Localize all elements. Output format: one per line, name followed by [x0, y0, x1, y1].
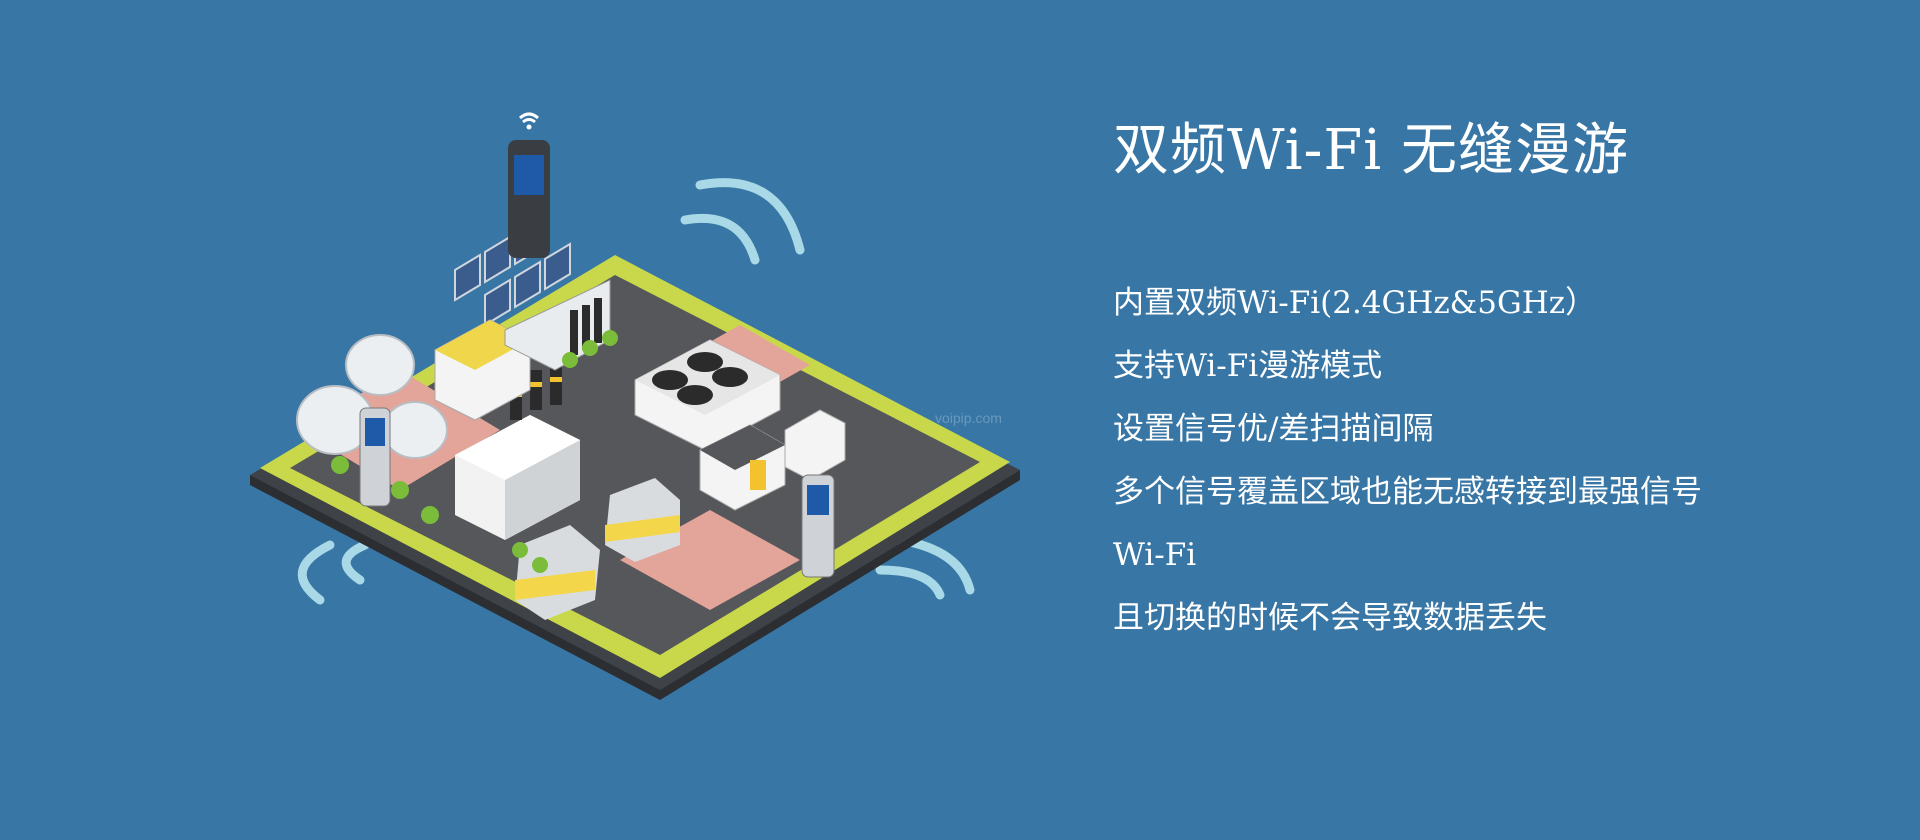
isometric-factory-illustration	[240, 100, 1040, 720]
phone-handset-icon	[359, 407, 391, 507]
feature-item: 内置双频Wi-Fi(2.4GHz&5GHz）	[1113, 285, 1597, 321]
watermark: voipip.com	[935, 410, 1002, 426]
feature-list: 内置双频Wi-Fi(2.4GHz&5GHz） 支持Wi-Fi漫游模式 设置信号优…	[1113, 272, 1702, 650]
phone-handset-icon	[801, 474, 835, 578]
phone-handset-icon	[508, 112, 550, 258]
feature-item: Wi-Fi	[1113, 537, 1197, 573]
feature-item: 且切换的时候不会导致数据丢失	[1113, 600, 1547, 636]
feature-item: 设置信号优/差扫描间隔	[1113, 411, 1434, 447]
feature-item: 多个信号覆盖区域也能无感转接到最强信号	[1113, 474, 1702, 510]
feature-item: 支持Wi-Fi漫游模式	[1113, 348, 1383, 384]
page-title: 双频Wi-Fi 无缝漫游	[1113, 118, 1629, 183]
